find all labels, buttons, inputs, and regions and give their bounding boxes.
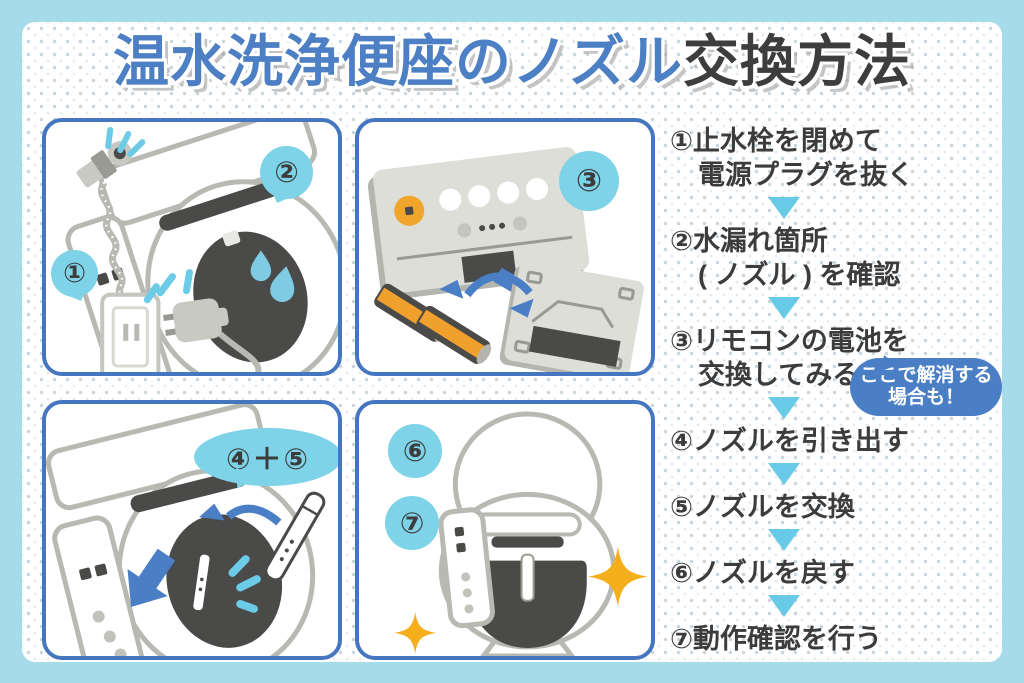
dotted-canvas: 温水洗浄便座のノズル交換方法 [22, 22, 1002, 662]
step-6: ⑥ノズルを戻す [670, 558, 855, 588]
steps-list: ①止水栓を閉めて 電源プラグを抜く ②水漏れ箇所 ( ノズル ) を確認 ③リモ… [670, 118, 1004, 663]
down-arrow-icon [768, 529, 800, 551]
badge-step-3: ③ [559, 151, 619, 211]
down-arrow-icon [768, 297, 800, 319]
title-rest: 交換方法 [683, 30, 911, 93]
remote-battery-illustration [367, 147, 644, 372]
new-nozzle-icon [264, 491, 326, 582]
down-arrow-icon [768, 397, 800, 419]
toilet-seat-top-icon [46, 404, 316, 656]
clean-toilet-illustration [394, 411, 648, 656]
down-arrow-icon [768, 197, 800, 219]
remote-front-icon [367, 147, 590, 300]
step-7: ⑦動作確認を行う [670, 624, 882, 654]
panel-remote-batteries: ③ [355, 118, 655, 376]
title-highlight: 温水洗浄便座のノズル [113, 30, 683, 93]
step-4: ④ノズルを引き出す [670, 426, 909, 456]
battery-icon [374, 283, 492, 364]
badge-step-7: ⑦ [385, 496, 439, 550]
emphasis-marks-icon [143, 269, 194, 304]
nozzle-replace-illustration [46, 404, 326, 656]
badge-step-1: ① [51, 250, 98, 297]
toilet-front-icon [438, 411, 617, 656]
down-arrow-icon [768, 595, 800, 617]
step-1: ①止水栓を閉めて 電源プラグを抜く [670, 126, 914, 190]
sparkle-icon [394, 546, 648, 654]
spray-marks-icon [228, 555, 261, 613]
callout-bubble: ここで解消する 場合も！ [850, 358, 1002, 416]
remote-back-icon [499, 261, 644, 372]
emphasis-marks-icon [105, 127, 146, 158]
pull-out-arrow-icon [127, 548, 176, 608]
badge-step-2: ② [260, 146, 313, 199]
panel-nozzle-replace: ④＋⑤ [42, 400, 342, 660]
panel-shutoff-and-unplug: ① ② [42, 118, 342, 376]
nozzle-icon [520, 553, 535, 602]
page-title: 温水洗浄便座のノズル交換方法 [22, 24, 1002, 100]
step-5: ⑤ノズルを交換 [670, 492, 855, 522]
insert-arrow-icon [199, 503, 282, 526]
step-2: ②水漏れ箇所 ( ノズル ) を確認 [670, 226, 901, 290]
power-plug-icon [100, 269, 262, 372]
old-nozzle-icon [190, 552, 213, 613]
panel-finished-toilet: ⑥ ⑦ [355, 400, 655, 660]
down-arrow-icon [768, 463, 800, 485]
swap-arrow-icon [439, 272, 534, 318]
water-drop-icon [250, 250, 295, 302]
badge-step-6: ⑥ [388, 424, 442, 478]
badge-steps-4-5: ④＋⑤ [194, 428, 338, 486]
